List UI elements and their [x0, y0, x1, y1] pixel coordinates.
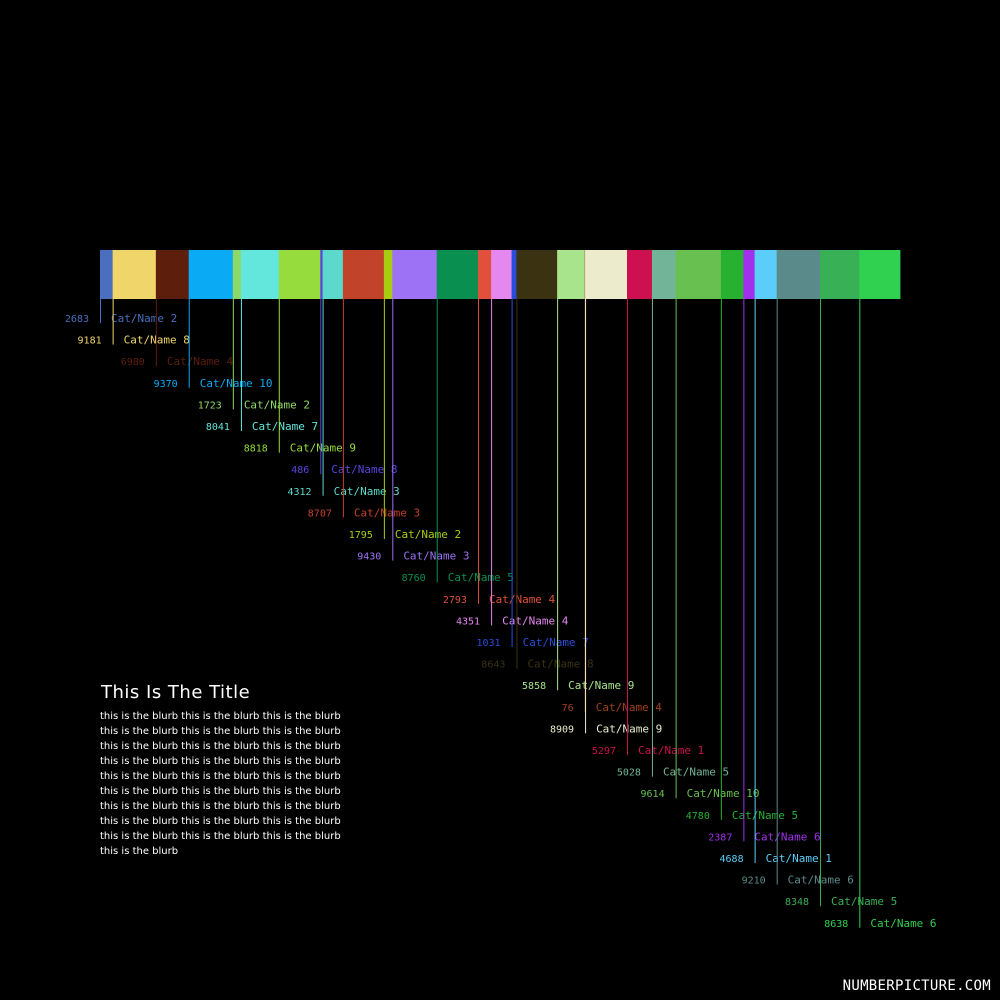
- value-label: 4780: [686, 811, 710, 822]
- category-label: Cat/Name 5: [448, 571, 514, 584]
- category-label: Cat/Name 6: [870, 917, 936, 930]
- value-label: 5858: [522, 681, 546, 692]
- bar-segment: [743, 250, 756, 299]
- bar-segment: [322, 250, 344, 299]
- bar-segment: [436, 250, 479, 299]
- value-label: 2793: [443, 595, 467, 606]
- value-label: 5297: [592, 746, 616, 757]
- category-label: Cat/Name 1: [766, 852, 832, 865]
- value-label: 9370: [154, 379, 178, 390]
- category-label: Cat/Name 2: [244, 398, 310, 411]
- value-label: 2683: [65, 314, 89, 325]
- bar-segment: [392, 250, 438, 299]
- bar-segment: [675, 250, 722, 299]
- value-label: 76: [562, 703, 574, 714]
- category-label: Cat/Name 4: [596, 701, 663, 714]
- bar-segment: [232, 250, 242, 299]
- category-label: Cat/Name 7: [252, 420, 318, 433]
- value-label: 6980: [121, 357, 145, 368]
- bar-segment: [112, 250, 157, 299]
- value-label: 9614: [641, 789, 665, 800]
- value-label: 8909: [550, 724, 574, 735]
- chart-blurb: this is the blurb this is the blurb this…: [100, 711, 341, 857]
- value-label: 8638: [824, 919, 848, 930]
- value-label: 486: [291, 465, 309, 476]
- value-label: 4312: [287, 487, 311, 498]
- category-label: Cat/Name 3: [354, 506, 420, 519]
- category-label: Cat/Name 10: [687, 787, 760, 800]
- category-label: Cat/Name 5: [663, 766, 729, 779]
- bar-segment: [278, 250, 321, 299]
- category-label: Cat/Name 7: [523, 636, 589, 649]
- bar-segment: [557, 250, 586, 299]
- bar-segment: [859, 250, 901, 299]
- category-label: Cat/Name 2: [395, 528, 461, 541]
- bar-segment: [754, 250, 778, 299]
- brand-watermark: NUMBERPICTURE.COM: [842, 978, 991, 994]
- category-label: Cat/Name 10: [200, 377, 273, 390]
- value-label: 9181: [78, 336, 102, 347]
- category-label: Cat/Name 5: [732, 809, 798, 822]
- value-label: 9210: [742, 876, 766, 887]
- value-label: 4351: [456, 616, 480, 627]
- chart-title: This Is The Title: [101, 682, 251, 703]
- bar-segment: [100, 250, 114, 299]
- bar-segment: [585, 250, 628, 299]
- value-label: 8818: [244, 444, 268, 455]
- value-label: 5028: [617, 768, 641, 779]
- bar-segment: [651, 250, 677, 299]
- value-label: 8041: [206, 422, 230, 433]
- value-label: 8760: [402, 573, 426, 584]
- value-label: 9430: [357, 552, 381, 563]
- value-label: 8707: [308, 508, 332, 519]
- category-label: Cat/Name 4: [502, 614, 569, 627]
- value-label: 8348: [785, 897, 809, 908]
- value-label: 1723: [198, 400, 222, 411]
- category-label: Cat/Name 9: [568, 679, 634, 692]
- category-label: Cat/Name 3: [334, 485, 400, 498]
- value-label: 2387: [708, 832, 732, 843]
- category-label: Cat/Name 2: [111, 312, 177, 325]
- category-label: Cat/Name 9: [596, 722, 662, 735]
- category-label: Cat/Name 1: [638, 744, 704, 757]
- bar-segment: [720, 250, 744, 299]
- value-label: 1795: [349, 530, 373, 541]
- bar-segment: [342, 250, 385, 299]
- value-label: 8643: [481, 660, 505, 671]
- bar-segment: [240, 250, 280, 299]
- category-label: Cat/Name 8: [527, 658, 593, 671]
- category-label: Cat/Name 4: [489, 593, 556, 606]
- category-label: Cat/Name 3: [403, 550, 469, 563]
- category-label: Cat/Name 4: [167, 355, 234, 368]
- bar-segment: [820, 250, 860, 299]
- category-label: Cat/Name 5: [831, 895, 897, 908]
- bar-segment: [320, 250, 323, 299]
- bar-segment: [627, 250, 653, 299]
- bar-segment: [155, 250, 190, 299]
- bar-segment: [491, 250, 512, 299]
- value-label: 1031: [476, 638, 500, 649]
- category-label: Cat/Name 8: [331, 463, 397, 476]
- bar-segment: [383, 250, 393, 299]
- bar-segment: [188, 250, 234, 299]
- value-label: 4688: [720, 854, 744, 865]
- bar-segment: [776, 250, 821, 299]
- bar-segment: [511, 250, 517, 299]
- bar-segment: [516, 250, 558, 299]
- category-label: Cat/Name 6: [754, 830, 820, 843]
- bar-segment: [477, 250, 492, 299]
